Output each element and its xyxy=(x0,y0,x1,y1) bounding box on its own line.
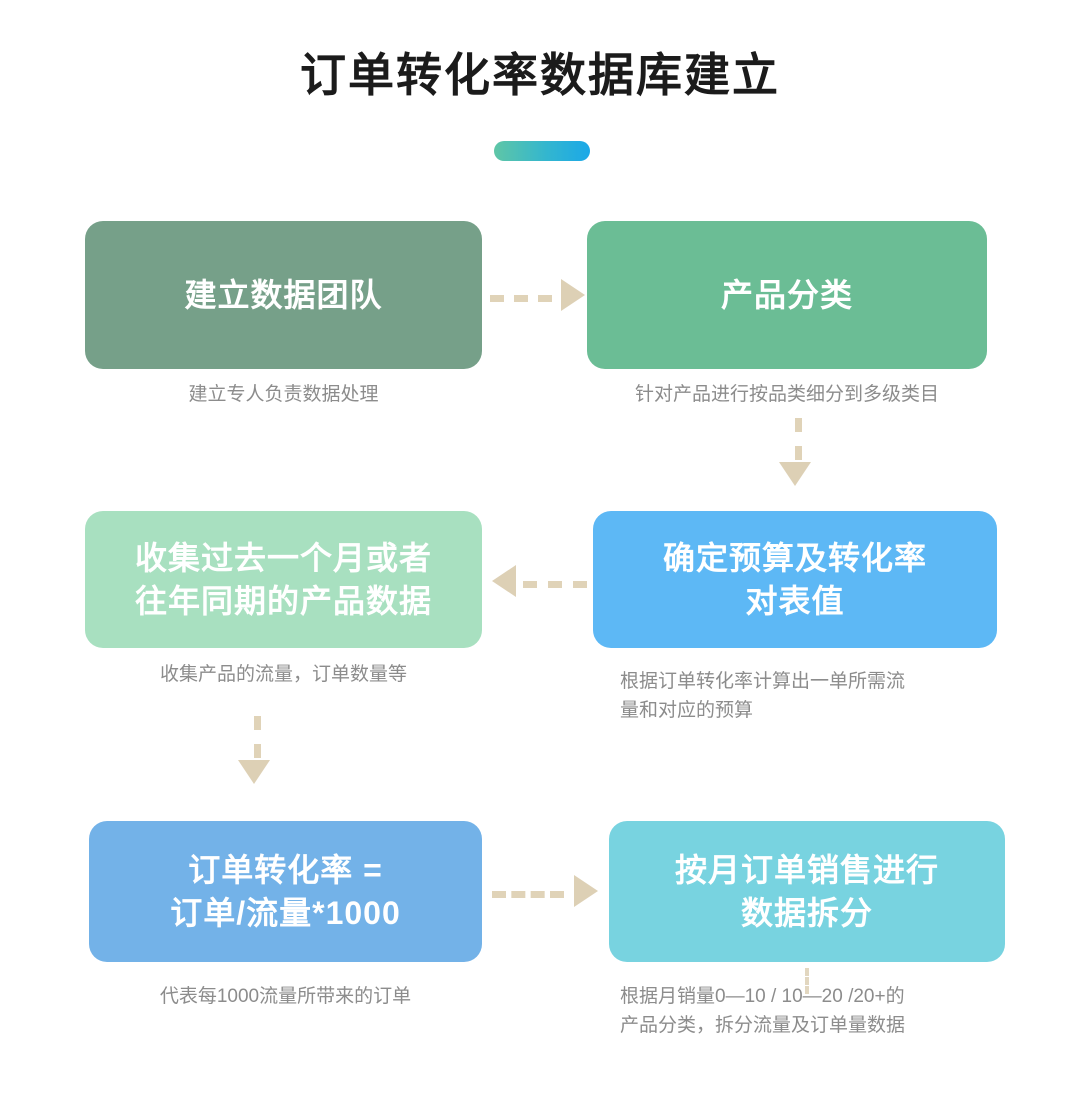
arrow-right-icon xyxy=(490,275,585,315)
flow-box-collect-product-data[interactable]: 收集过去一个月或者 往年同期的产品数据 xyxy=(85,511,482,648)
arrow-down-icon xyxy=(234,716,274,784)
flow-box-caption-build-data-team: 建立专人负责数据处理 xyxy=(188,384,379,405)
arrow-head xyxy=(574,875,598,907)
title-accent-bar xyxy=(494,141,590,161)
arrow-down-icon xyxy=(775,418,815,486)
flow-box-product-classification[interactable]: 产品分类 xyxy=(587,221,987,369)
flow-box-label: 按月订单销售进行 数据拆分 xyxy=(674,852,939,931)
arrow-line xyxy=(795,418,802,460)
arrow-head xyxy=(238,760,270,784)
arrow-line xyxy=(523,581,587,588)
flow-box-label: 产品分类 xyxy=(720,276,853,313)
arrow-left-icon xyxy=(492,561,587,601)
flow-box-caption-collect-product-data: 收集产品的流量，订单数量等 xyxy=(159,664,407,685)
arrow-head xyxy=(779,462,811,486)
arrow-line xyxy=(254,716,261,758)
arrow-head xyxy=(492,565,516,597)
flow-box-label: 确定预算及转化率 对表值 xyxy=(662,540,927,619)
arrow-head xyxy=(561,279,585,311)
flow-box-monthly-data-split[interactable]: 按月订单销售进行 数据拆分 xyxy=(609,821,1005,962)
flow-box-label: 订单转化率 = 订单/流量*1000 xyxy=(170,852,401,931)
flow-box-caption-conversion-formula: 代表每1000流量所带来的订单 xyxy=(159,986,412,1007)
arrow-line xyxy=(490,295,552,302)
arrow-right-icon xyxy=(492,871,598,911)
flow-box-caption-product-classification: 针对产品进行按品类细分到多级类目 xyxy=(634,384,939,405)
page-title: 订单转化率数据库建立 xyxy=(300,49,780,101)
flow-box-caption-budget-conversion-table: 根据订单转化率计算出一单所需流 量和对应的预算 xyxy=(620,671,906,722)
flow-box-label: 建立数据团队 xyxy=(184,276,383,313)
arrow-line xyxy=(492,891,564,898)
flow-box-caption-monthly-data-split: 根据月销量0—10 / 10—20 /20+的 产品分类，拆分流量及订单量数据 xyxy=(620,986,906,1037)
flow-box-build-data-team[interactable]: 建立数据团队 xyxy=(85,221,482,369)
flow-box-budget-conversion-table[interactable]: 确定预算及转化率 对表值 xyxy=(593,511,997,648)
flow-box-conversion-formula[interactable]: 订单转化率 = 订单/流量*1000 xyxy=(89,821,482,962)
flow-box-label: 收集过去一个月或者 往年同期的产品数据 xyxy=(134,540,432,619)
dotted-connector-stub xyxy=(805,968,809,994)
